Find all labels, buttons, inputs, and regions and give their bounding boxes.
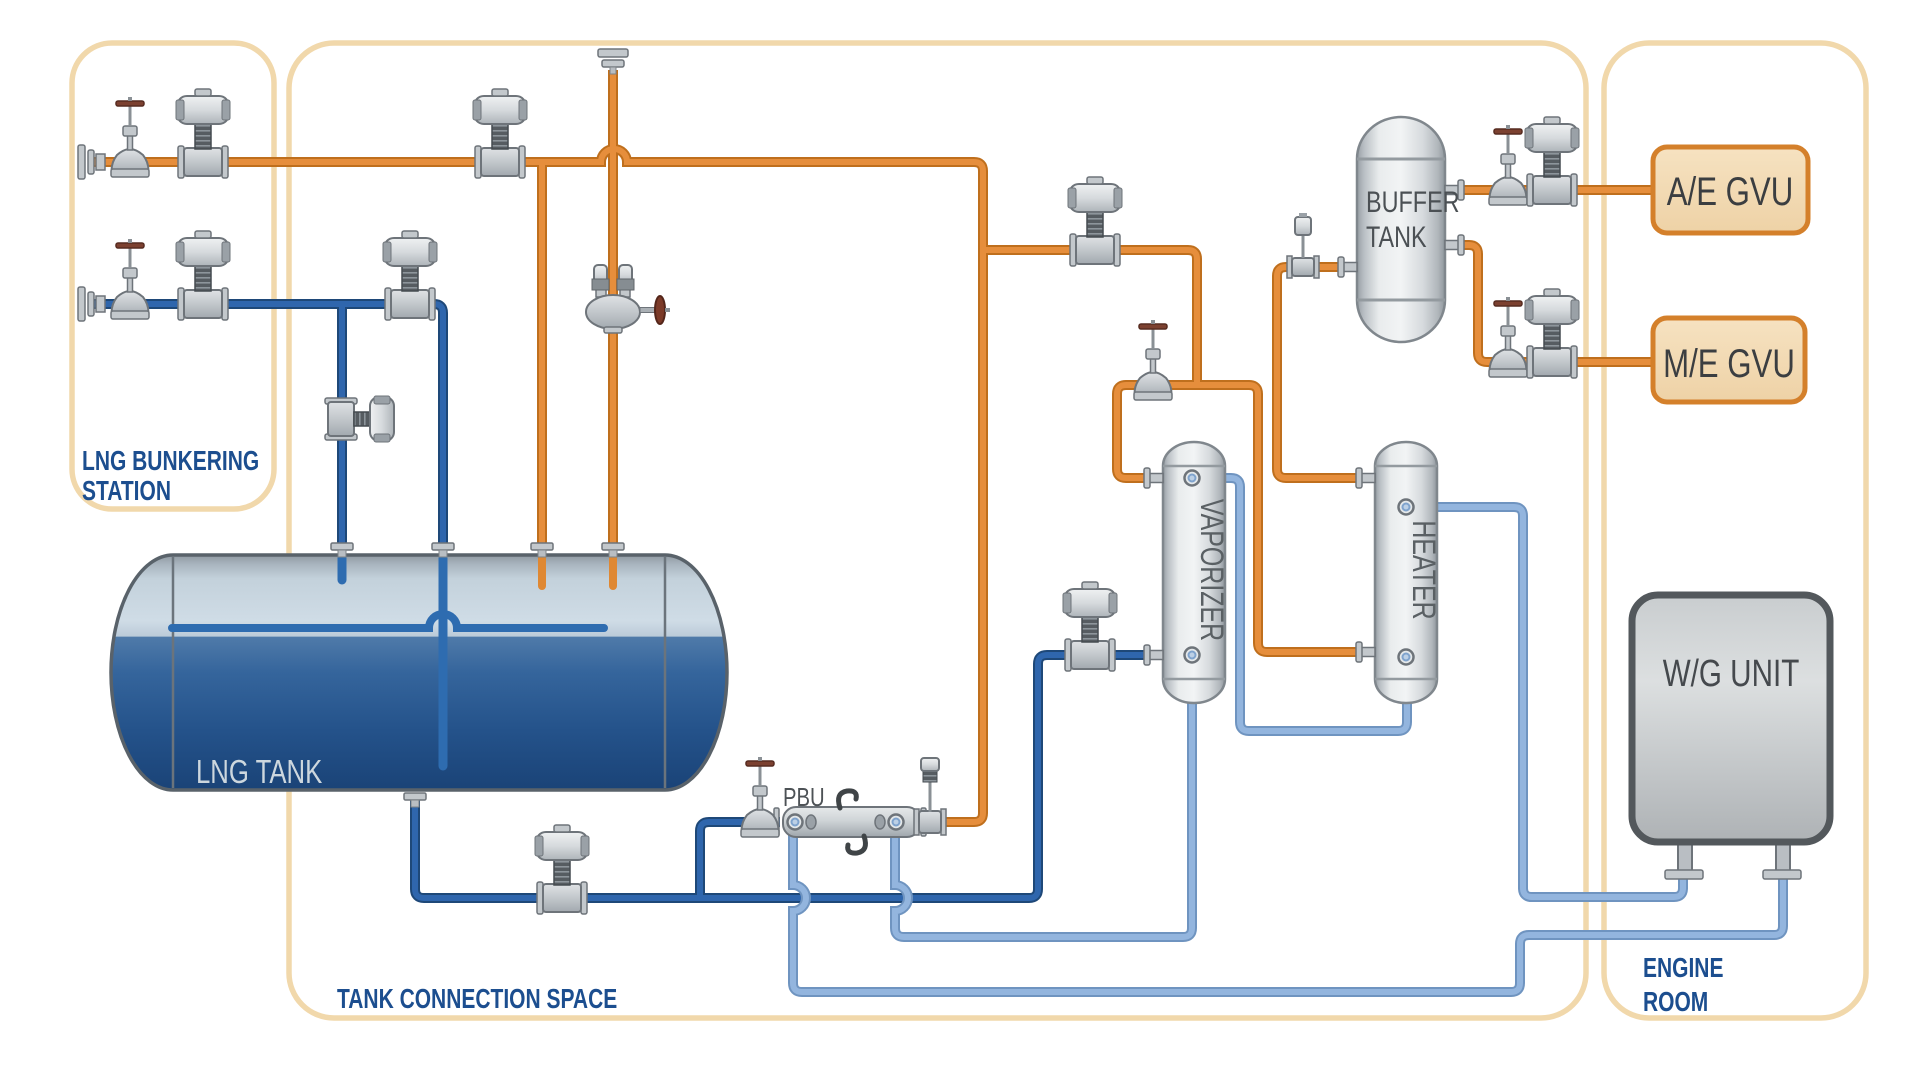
- wg-unit: W/G UNIT: [1628, 591, 1834, 880]
- tank-connection-space-box: [286, 40, 1589, 1021]
- lng-bunkering-station-box: [69, 40, 277, 512]
- ae-gvu-box: A/E GVU: [1650, 144, 1811, 236]
- region-labels: LNG BUNKERING STATION TANK CONNECTION SP…: [82, 446, 1723, 1018]
- side-actuated-valve-icon: [324, 395, 395, 443]
- actuated-valve-icon: [1524, 116, 1580, 207]
- manual-valve-icon: [1488, 124, 1528, 206]
- bunkering-label-line2: STATION: [82, 476, 171, 507]
- bunkering-gas-connection-icon: [77, 144, 106, 180]
- ae-gvu-label: A/E GVU: [1667, 169, 1794, 214]
- lng-tank: LNG TANK: [109, 553, 729, 792]
- actuated-valve-icon: [175, 88, 231, 179]
- pbu-port-right: [887, 813, 905, 831]
- heater-label: HEATER: [1405, 520, 1441, 619]
- pbu-syphon-bottom: [845, 833, 868, 856]
- actuated-valve-icon: [382, 230, 438, 321]
- manual-valve-icon: [110, 96, 150, 178]
- engine-room-label-line2: ROOM: [1643, 987, 1708, 1018]
- actuated-valve-icon: [1524, 288, 1580, 379]
- manual-valve-icon: [110, 238, 150, 320]
- actuated-valve-icon: [1067, 176, 1123, 267]
- wg-unit-label: W/G UNIT: [1663, 653, 1800, 695]
- pbu-syphon-top: [836, 788, 859, 811]
- engine-room-box: [1601, 40, 1869, 1021]
- actuated-valve-icon: [175, 230, 231, 321]
- inline-instrument-icon: [1286, 212, 1320, 279]
- bunkering-label-line1: LNG BUNKERING: [82, 446, 259, 477]
- pbu-label: PBU: [783, 783, 825, 812]
- bunkering-liquid-connection-icon: [77, 286, 106, 322]
- pbu-unit: PBU: [773, 783, 927, 856]
- tcs-label: TANK CONNECTION SPACE: [337, 984, 617, 1015]
- pbu-control-valve-icon: [913, 757, 947, 836]
- manual-valve-icon: [1133, 319, 1173, 401]
- tank-spray-line: [168, 610, 608, 632]
- vaporizer-label: VAPORIZER: [1193, 499, 1229, 641]
- me-gvu-label: M/E GVU: [1663, 341, 1795, 386]
- vent-outlet-icon: [597, 48, 629, 75]
- region-boxes: [69, 40, 1869, 1021]
- pbu-port-left: [786, 813, 804, 831]
- manual-valve-icon: [740, 756, 780, 838]
- heater-vessel: HEATER: [1355, 440, 1441, 705]
- manual-valve-icon: [1488, 296, 1528, 378]
- engine-room-label-line1: ENGINE: [1643, 953, 1723, 984]
- actuated-valve-icon: [1062, 581, 1118, 672]
- buffer-tank-vessel: BUFFER TANK: [1337, 115, 1465, 344]
- me-gvu-box: M/E GVU: [1650, 315, 1808, 405]
- lng-tank-label: LNG TANK: [196, 754, 323, 791]
- buffer-tank-label-line1: BUFFER: [1366, 185, 1460, 218]
- vaporizer-vessel: VAPORIZER: [1143, 440, 1229, 705]
- actuated-valve-icon: [472, 88, 528, 179]
- buffer-tank-label-line2: TANK: [1366, 220, 1427, 253]
- actuated-valve-icon: [534, 824, 590, 915]
- three-way-valve-icon: [585, 264, 671, 334]
